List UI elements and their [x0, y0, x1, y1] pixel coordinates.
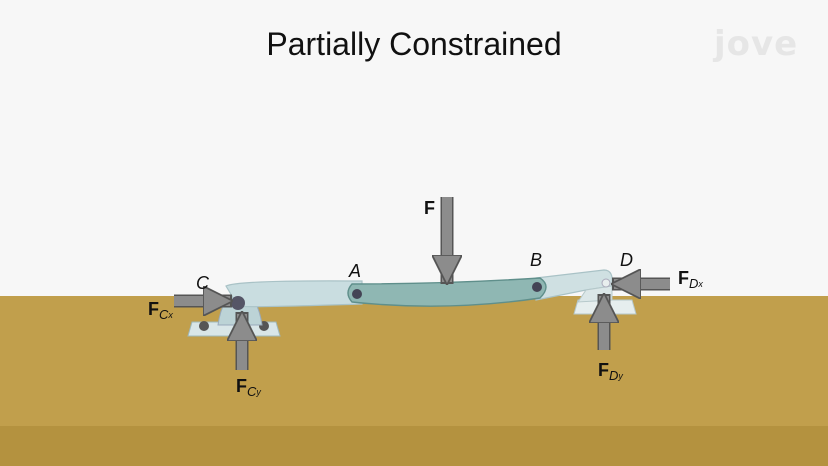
force-fdy-sub2: y — [618, 371, 623, 381]
force-label-f: F — [424, 199, 435, 217]
force-fdx-sub2: x — [698, 279, 703, 289]
force-fdx-sub: D — [689, 276, 699, 291]
bolt-icon — [199, 321, 209, 331]
point-label-c: C — [196, 273, 209, 293]
force-fdx-base: F — [678, 268, 689, 288]
force-fcy-sub2: y — [256, 387, 261, 397]
force-f-base: F — [424, 198, 435, 218]
point-label-d: D — [620, 250, 633, 270]
pin-d-icon — [601, 278, 611, 288]
ground-band — [0, 426, 828, 466]
pin-c-icon — [231, 296, 245, 310]
force-label-fdy: FDy — [598, 361, 623, 382]
force-label-fcx: FCx — [148, 300, 173, 321]
jove-logo: jove — [714, 24, 799, 64]
pin-b-icon — [532, 282, 542, 292]
force-fcy-base: F — [236, 376, 247, 396]
point-label-a: A — [349, 261, 362, 281]
force-fcx-sub2: x — [168, 310, 173, 320]
pin-a-icon — [352, 289, 362, 299]
page-title: Partially Constrained — [266, 26, 562, 62]
force-fdy-sub: D — [609, 368, 619, 383]
force-fdy-base: F — [598, 360, 609, 380]
point-label-b: B — [530, 250, 543, 270]
force-fcx-base: F — [148, 299, 159, 319]
force-label-fcy: FCy — [236, 377, 261, 398]
member-ca — [225, 280, 363, 308]
force-label-fdx: FDx — [678, 269, 703, 290]
force-fcy-sub: C — [247, 384, 257, 399]
force-fcx-sub: C — [159, 307, 169, 322]
